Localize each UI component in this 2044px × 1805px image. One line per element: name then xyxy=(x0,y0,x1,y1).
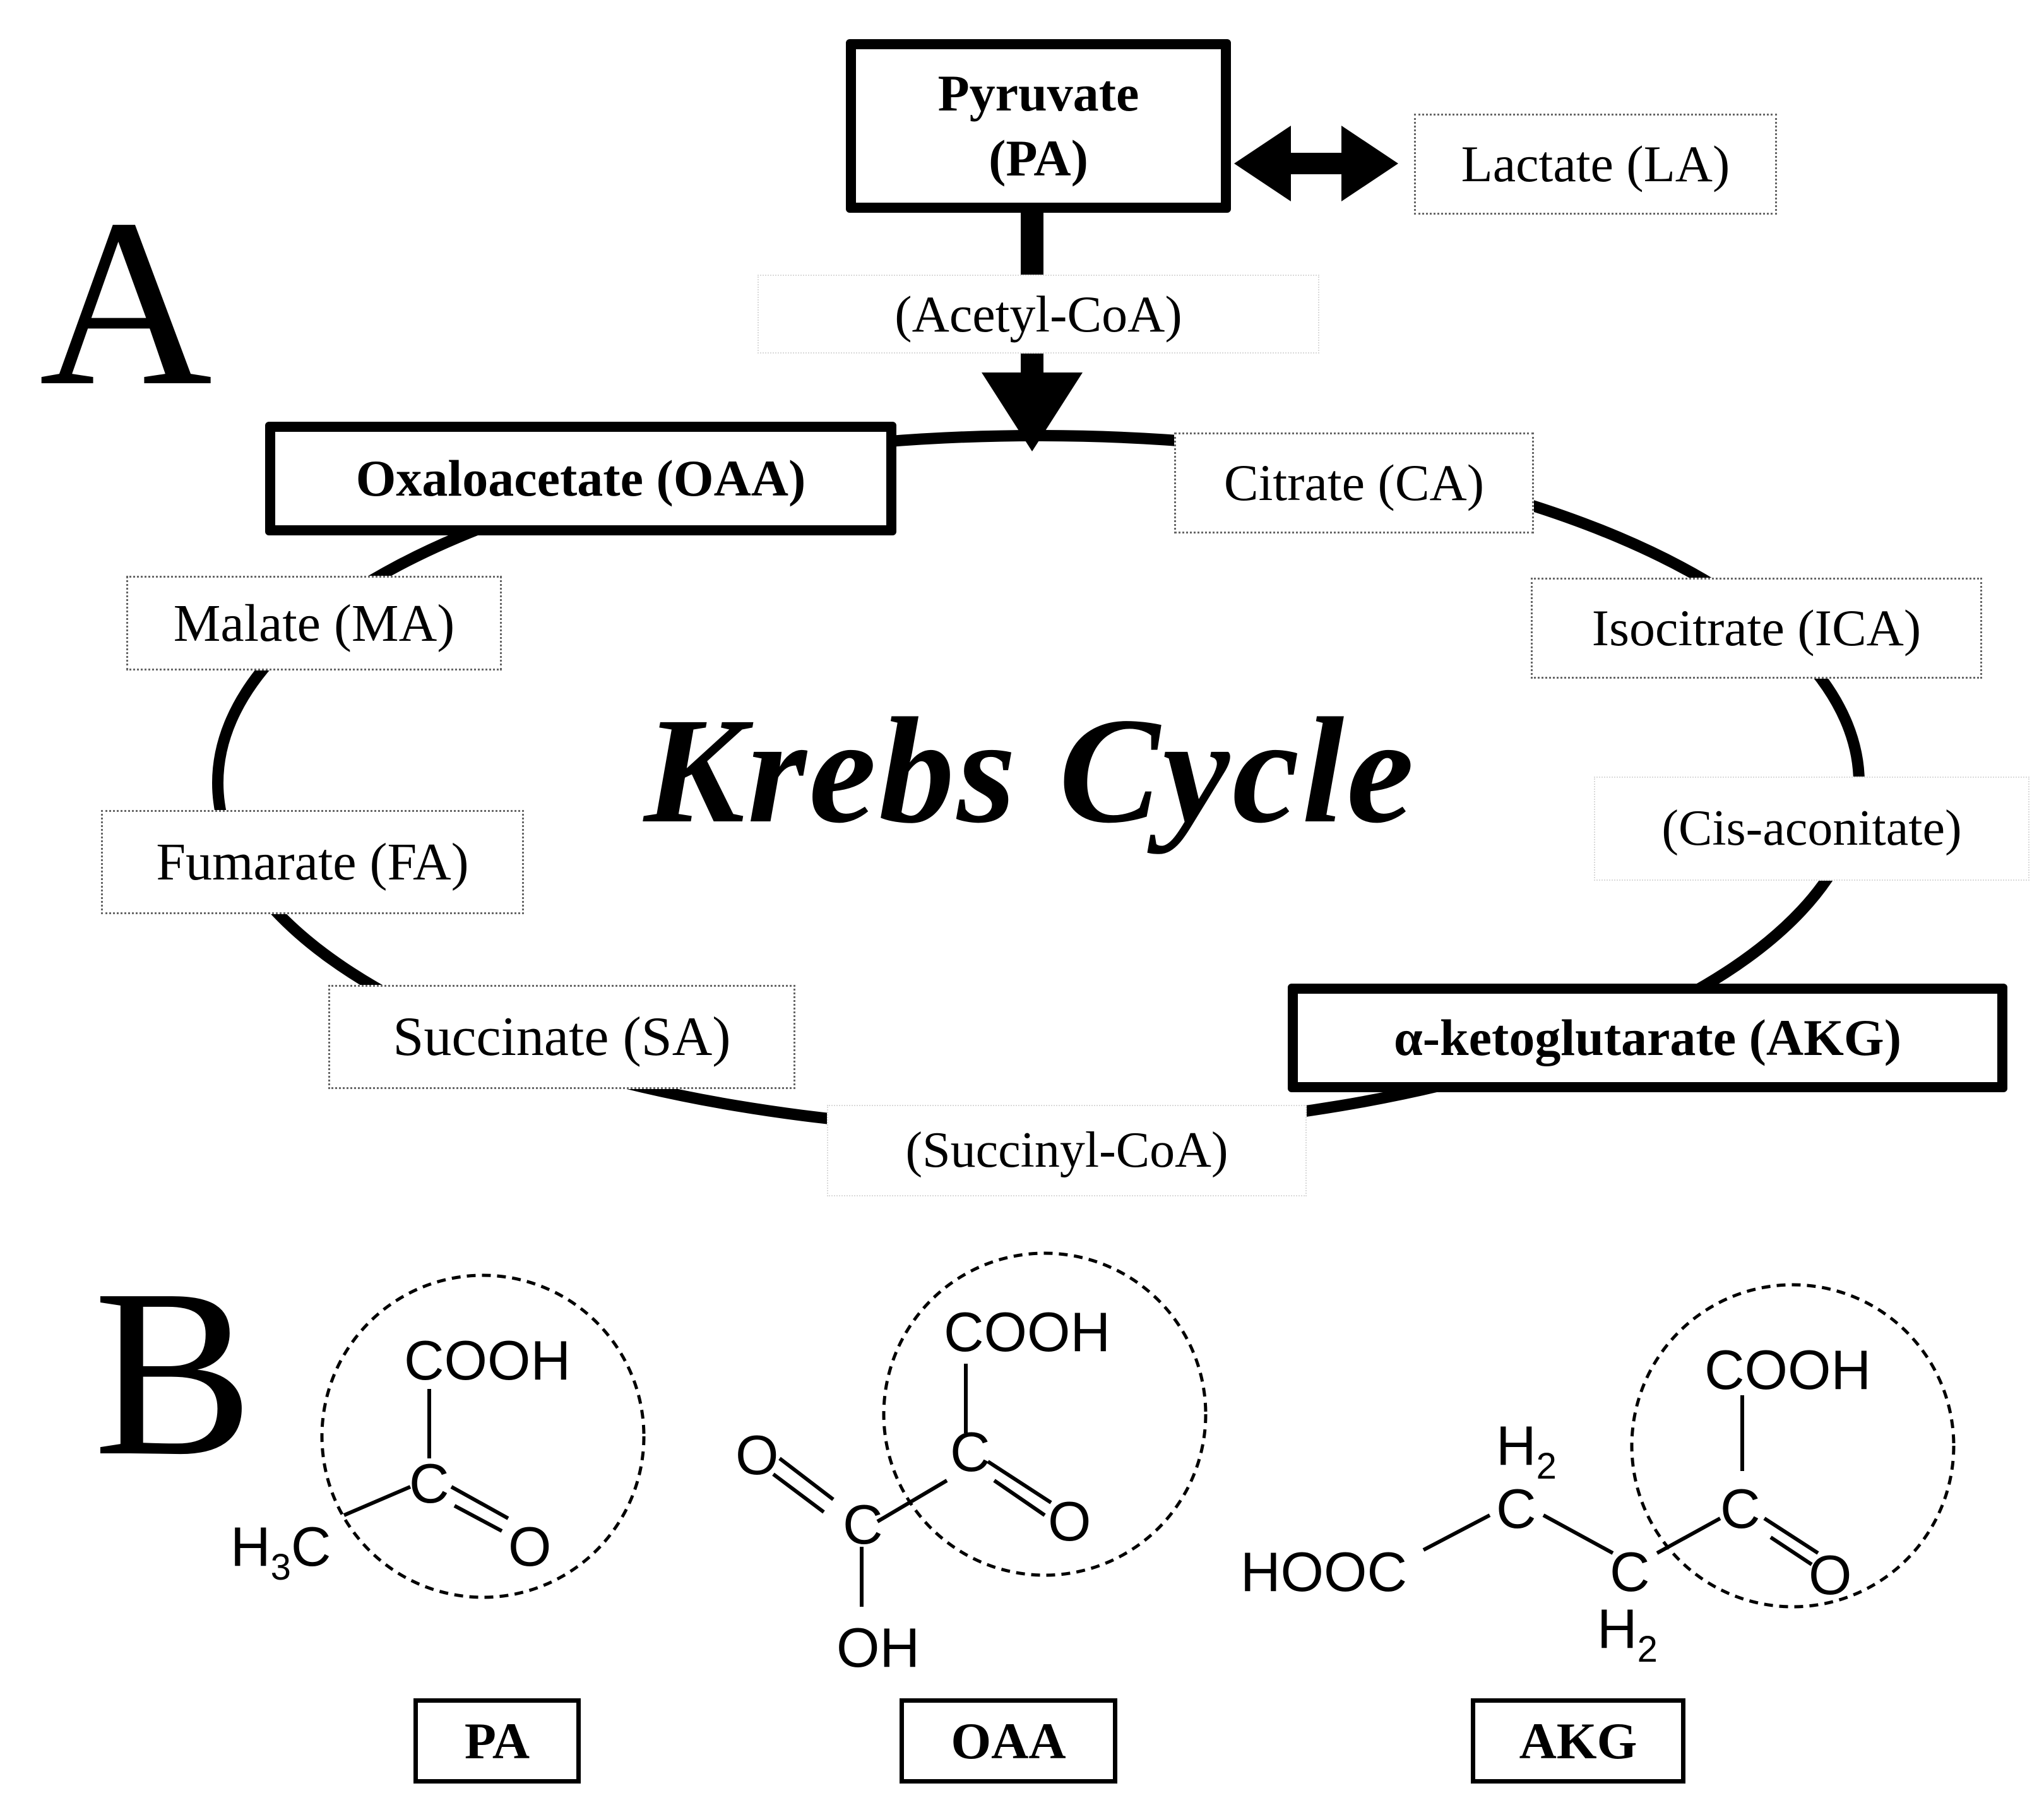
akg-cooh-text: COOH xyxy=(1704,1338,1871,1401)
pyruvate-abbrev: (PA) xyxy=(989,129,1088,187)
akg-c3-text: C xyxy=(1720,1477,1761,1540)
akg-atoms: COOH HOOC C H2 C H2 C O xyxy=(1240,1338,1871,1670)
pa-carbon-text: C xyxy=(409,1452,449,1515)
akg-h2-top-text: H2 xyxy=(1496,1414,1557,1487)
isocitrate-label: Isocitrate (ICA) xyxy=(1591,599,1922,657)
krebs-cycle-title: Krebs Cycle xyxy=(644,686,1417,854)
fumarate-box: Fumarate (FA) xyxy=(101,810,524,914)
pa-label: PA xyxy=(464,1712,530,1770)
pa-label-box: PA xyxy=(413,1698,581,1784)
pyruvate-box: Pyruvate (PA) xyxy=(846,39,1231,213)
succinate-box: Succinate (SA) xyxy=(328,985,795,1089)
oaa-atoms: COOH C O O C OH xyxy=(735,1301,1110,1679)
acetyl-coa-label: (Acetyl-CoA) xyxy=(894,285,1182,343)
oaa-carbon-top-text: C xyxy=(950,1421,990,1483)
cis-aconitate-box: (Cis-aconitate) xyxy=(1594,777,2029,881)
oaa-label: OAA xyxy=(951,1712,1066,1770)
akg-c2-text: C xyxy=(1610,1540,1650,1603)
succinate-label: Succinate (SA) xyxy=(393,1006,731,1068)
citrate-label: Citrate (CA) xyxy=(1223,454,1485,511)
oaa-dashed-circle xyxy=(882,1251,1208,1577)
isocitrate-box: Isocitrate (ICA) xyxy=(1531,578,1982,679)
oaa-carbon-bottom-text: C xyxy=(843,1493,883,1556)
lactate-label: Lactate (LA) xyxy=(1461,135,1730,193)
panel-b-letter: B xyxy=(93,1240,254,1506)
oaa-hydroxyl-text: OH xyxy=(836,1616,920,1679)
pa-bonds xyxy=(343,1389,509,1533)
akg-box: α-ketoglutarate (AKG) xyxy=(1288,984,2007,1092)
akg-label-box: AKG xyxy=(1471,1698,1685,1784)
oaa-bonds xyxy=(772,1364,1052,1607)
akg-hooc-text: HOOC xyxy=(1240,1540,1407,1603)
oaa-oxygen-left-text: O xyxy=(735,1424,778,1486)
akg-h2-bottom-text: H2 xyxy=(1597,1597,1658,1670)
pa-methyl-text: H3C xyxy=(230,1515,331,1588)
akg-label: α-ketoglutarate (AKG) xyxy=(1393,1009,1902,1066)
pa-oxygen-text: O xyxy=(508,1515,551,1578)
down-arrow-head xyxy=(982,372,1083,451)
malate-label: Malate (MA) xyxy=(173,593,455,653)
succinyl-coa-box: (Succinyl-CoA) xyxy=(827,1105,1307,1196)
oxaloacetate-box: Oxaloacetate (OAA) xyxy=(265,422,896,535)
oaa-cooh-text: COOH xyxy=(944,1301,1110,1363)
oaa-oxygen-right-text: O xyxy=(1048,1490,1091,1552)
acetyl-coa-box: (Acetyl-CoA) xyxy=(758,275,1319,354)
oaa-label-box: OAA xyxy=(900,1698,1117,1784)
fumarate-label: Fumarate (FA) xyxy=(156,833,469,891)
pyruvate-label: Pyruvate xyxy=(937,64,1139,122)
oxaloacetate-label: Oxaloacetate (OAA) xyxy=(355,450,806,507)
akg-dashed-circle xyxy=(1630,1283,1956,1609)
pa-atoms: COOH C O H3C xyxy=(230,1329,571,1588)
malate-box: Malate (MA) xyxy=(126,576,502,670)
pa-cooh-text: COOH xyxy=(404,1329,571,1391)
succinyl-coa-label: (Succinyl-CoA) xyxy=(905,1123,1228,1178)
double-arrow xyxy=(1234,126,1398,201)
lactate-box: Lactate (LA) xyxy=(1414,114,1777,215)
akg-bonds xyxy=(1422,1395,1819,1566)
cis-aconitate-label: (Cis-aconitate) xyxy=(1661,801,1962,856)
panel-a-letter: A xyxy=(39,170,213,436)
akg-mol-label: AKG xyxy=(1519,1712,1637,1770)
akg-c1-text: C xyxy=(1496,1477,1536,1540)
acetyl-stem xyxy=(1021,350,1043,376)
pa-dashed-circle xyxy=(320,1273,646,1599)
akg-oxygen-text: O xyxy=(1809,1544,1851,1606)
citrate-box: Citrate (CA) xyxy=(1174,432,1534,533)
